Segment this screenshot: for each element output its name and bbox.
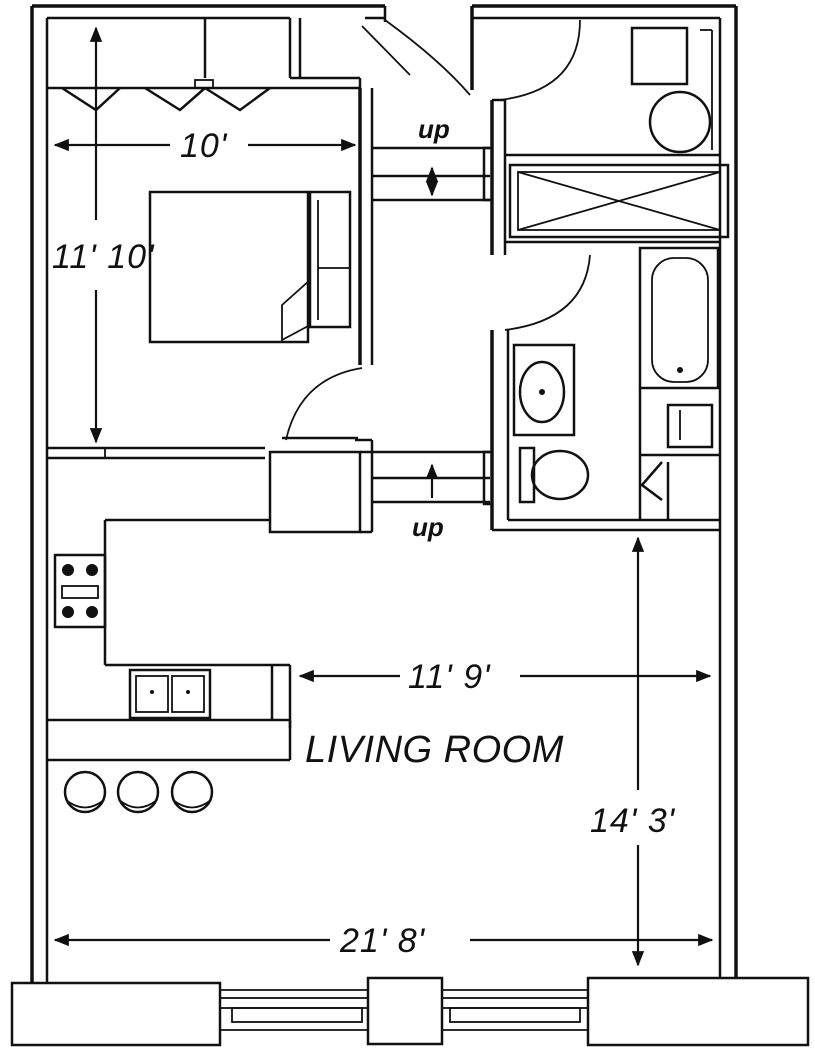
living-room-label: LIVING ROOM <box>305 729 564 771</box>
vanity <box>512 343 576 437</box>
bed-pillows <box>308 190 352 329</box>
hallway-steps <box>268 146 494 534</box>
kitchen-sink <box>128 668 212 720</box>
step-up-label-top: up <box>418 114 450 144</box>
closet <box>47 18 362 112</box>
bedroom <box>47 88 374 460</box>
stool-2 <box>116 770 160 814</box>
exterior-walls <box>30 4 738 982</box>
dryer <box>648 90 712 154</box>
bedroom-width-label: 10' <box>180 127 228 165</box>
stool-3 <box>170 770 214 814</box>
window-wall <box>10 976 810 1047</box>
sink <box>518 360 566 424</box>
living-depth-label: 14' 3' <box>590 802 676 840</box>
toilet-tank <box>518 446 536 504</box>
dimension-lines <box>53 26 714 967</box>
bed <box>148 190 310 344</box>
pantry <box>268 450 362 534</box>
overall-width-label: 21' 8' <box>339 922 426 960</box>
stove <box>53 553 107 629</box>
bathroom <box>490 19 730 532</box>
bedroom-depth-label: 11' 10' <box>52 238 155 276</box>
step-up-label-bottom: up <box>412 512 444 542</box>
washer <box>630 26 689 86</box>
bathtub <box>638 246 720 390</box>
living-width-label: 11' 9' <box>408 658 491 696</box>
closet-door <box>361 6 471 96</box>
stool-1 <box>63 770 107 814</box>
linen-closet <box>666 403 714 449</box>
toilet-bowl <box>530 449 590 501</box>
kitchen <box>47 518 292 814</box>
shower <box>508 163 730 239</box>
